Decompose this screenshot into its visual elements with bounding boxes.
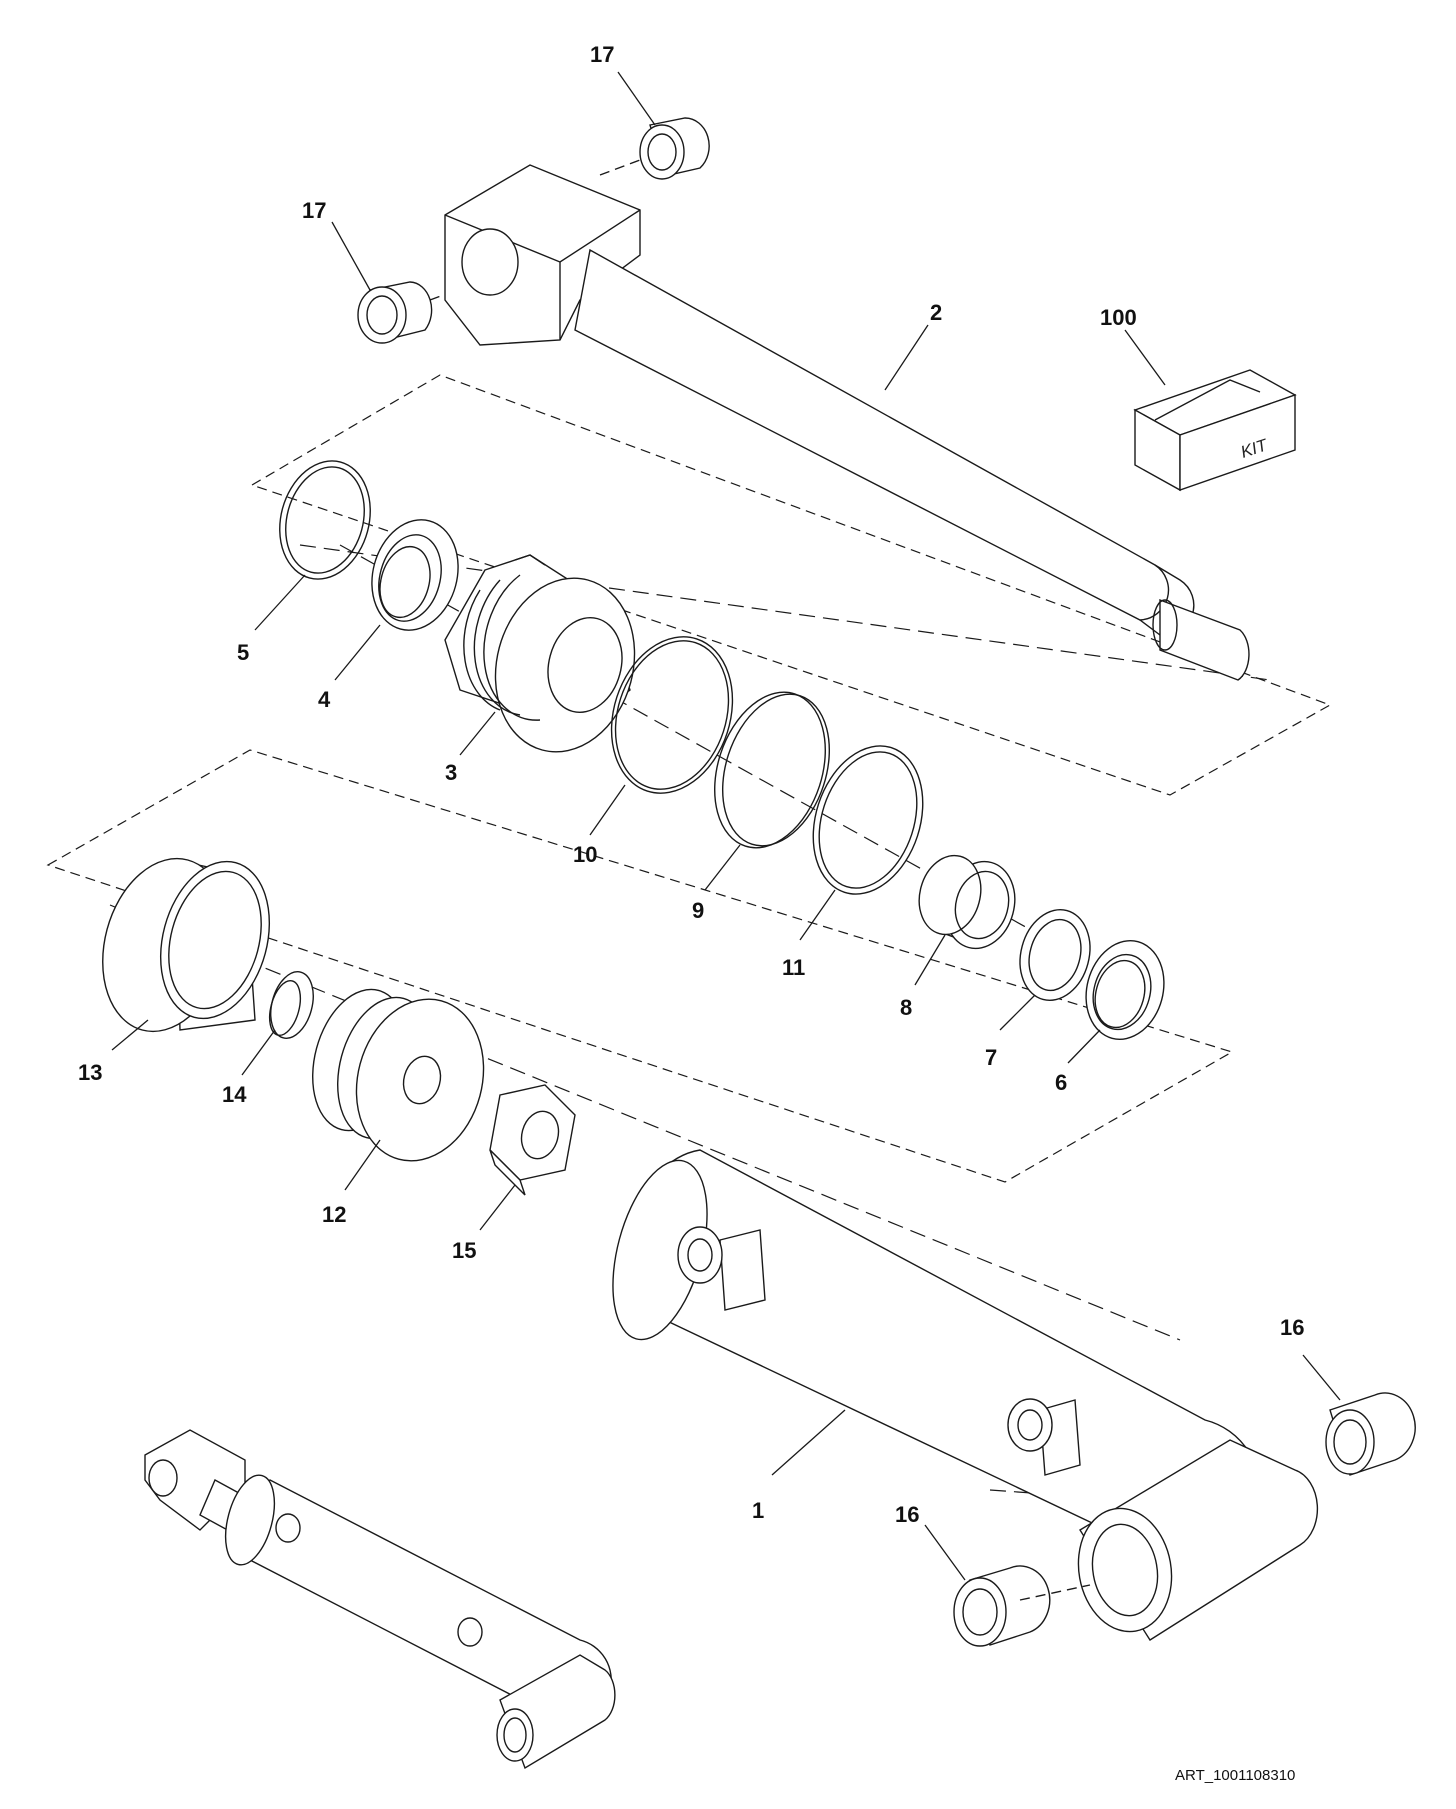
part-16-bushing-right: [1325, 1392, 1416, 1476]
part-15-hex-nut: [489, 1084, 576, 1196]
leader-5: [254, 574, 306, 631]
callout-13: 13: [78, 1060, 102, 1085]
leader-10: [589, 784, 626, 836]
part-7-ring: [1019, 909, 1091, 1001]
part-13-piston: [102, 857, 271, 1033]
art-reference-number: ART_1001108310: [1175, 1767, 1295, 1784]
callout-16-bottom: 16: [895, 1502, 919, 1527]
upper-axis-line-2: [339, 544, 1041, 936]
leader-17-top: [617, 71, 656, 126]
callout-9: 9: [692, 898, 704, 923]
callout-2: 2: [930, 300, 942, 325]
callout-3: 3: [445, 760, 457, 785]
callout-12: 12: [322, 1202, 346, 1227]
part-2-piston-rod: [444, 164, 1250, 681]
assembled-cylinder-view: [144, 1429, 616, 1770]
callout-5: 5: [237, 640, 249, 665]
callout-14: 14: [222, 1082, 247, 1107]
callout-1: 1: [752, 1498, 764, 1523]
leader-1: [771, 1409, 846, 1476]
leader-7: [999, 994, 1036, 1031]
leader-15: [479, 1184, 516, 1231]
leader-2: [884, 324, 929, 391]
leader-16-bottom: [924, 1524, 966, 1581]
callout-11: 11: [782, 955, 805, 980]
callout-8: 8: [900, 995, 912, 1020]
callout-7: 7: [985, 1045, 997, 1070]
leader-8: [914, 934, 946, 986]
callout-17-top: 17: [590, 42, 614, 67]
callout-100: 100: [1100, 305, 1137, 330]
part-100-kit-box: KIT: [1133, 369, 1297, 492]
leader-4: [334, 624, 381, 681]
leader-6: [1067, 1029, 1101, 1064]
part-4-wiper-seal: [371, 519, 459, 631]
upper-dashed-group-outline: [250, 374, 1332, 796]
lower-dashed-group-outline: [46, 749, 1234, 1183]
part-11-o-ring: [812, 745, 924, 895]
leader-9: [704, 844, 741, 891]
part-14-ring: [268, 971, 314, 1039]
leader-100: [1124, 329, 1166, 386]
part-17-bushing-left: [357, 281, 471, 344]
part-9-backup-ring: [714, 691, 831, 849]
callout-10: 10: [573, 842, 597, 867]
callout-17-left: 17: [302, 198, 326, 223]
part-6-seal: [1085, 940, 1165, 1040]
leader-3: [459, 711, 496, 756]
callout-4: 4: [318, 687, 331, 712]
upper-axis-line: [299, 544, 1271, 681]
leader-17-left: [331, 221, 371, 291]
leader-13: [111, 1019, 149, 1051]
leader-16-right: [1302, 1354, 1341, 1401]
part-8-bushing: [918, 854, 1016, 950]
part-17-bushing-top: [599, 117, 710, 180]
callout-16-right: 16: [1280, 1315, 1304, 1340]
part-10-o-ring: [610, 636, 734, 794]
part-3-gland: [444, 554, 636, 753]
part-12-piston: [312, 988, 485, 1162]
callout-15: 15: [452, 1238, 476, 1263]
part-5-ring: [279, 460, 371, 580]
leader-11: [799, 889, 836, 941]
leader-12: [344, 1139, 381, 1191]
part-16-bushing-bottom: [953, 1565, 1091, 1647]
part-1-cylinder-barrel: [612, 1149, 1319, 1641]
callout-6: 6: [1055, 1070, 1067, 1095]
leader-14: [241, 1029, 276, 1076]
